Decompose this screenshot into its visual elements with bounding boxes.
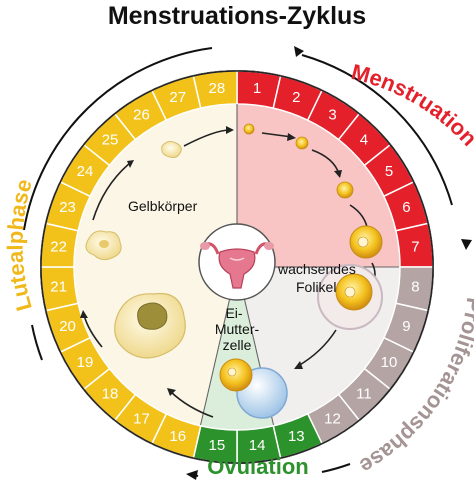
day-label-25: 25 [102, 132, 119, 149]
arrow-arc-bottom-right [321, 463, 351, 473]
day-label-7: 7 [411, 238, 419, 255]
day-label-2: 2 [292, 89, 300, 106]
cycle-arrows [23, 47, 453, 477]
corpus-luteum-small-icon [161, 141, 182, 158]
day-label-18: 18 [102, 385, 119, 402]
arrow-arc-top-right [301, 54, 453, 206]
day-label-16: 16 [169, 428, 186, 445]
day-ring: 1234567891011121314151617181920212223242… [40, 70, 434, 464]
arrow-arc-left-bottom [31, 324, 43, 361]
corpus-luteum-stages [85, 141, 186, 359]
follicle-development [243, 123, 383, 330]
day-label-15: 15 [209, 437, 226, 454]
follicle-label-line2: Folikel [296, 279, 336, 295]
day-label-14: 14 [249, 437, 266, 454]
day-label-24: 24 [77, 163, 94, 180]
egg-label-line3: zelle [223, 337, 252, 353]
day-label-10: 10 [381, 354, 398, 371]
day-label-26: 26 [133, 107, 150, 124]
day-label-20: 20 [59, 318, 76, 335]
follicle-label-line1: wachsendes [277, 261, 356, 277]
egg-cell-icon [219, 358, 288, 419]
uterus-icon [198, 223, 276, 301]
day-label-8: 8 [411, 279, 419, 296]
day-label-9: 9 [402, 318, 410, 335]
follicle-stage-1-icon [243, 123, 255, 135]
arrow-arc-top-left [23, 47, 213, 231]
day-label-19: 19 [77, 354, 94, 371]
page-title: Menstruations-Zyklus [108, 2, 366, 30]
egg-label-line2: Mutter- [215, 321, 260, 337]
day-label-6: 6 [402, 199, 410, 216]
day-label-4: 4 [360, 132, 368, 149]
phase-label-ovulation: Ovulation [207, 454, 308, 479]
arrow-head-right [461, 239, 472, 250]
day-label-13: 13 [288, 428, 305, 445]
day-label-5: 5 [385, 163, 393, 180]
day-label-3: 3 [328, 107, 336, 124]
day-label-22: 22 [50, 238, 67, 255]
day-label-1: 1 [253, 80, 261, 97]
arrow-head-bottom [186, 470, 198, 480]
day-label-28: 28 [209, 80, 226, 97]
corpus-luteum-label: Gelbkörper [128, 198, 198, 214]
arrow-head-top [294, 46, 304, 57]
day-label-23: 23 [59, 199, 76, 216]
day-label-27: 27 [169, 89, 186, 106]
day-label-12: 12 [324, 410, 341, 427]
follicle-stage-2-icon [295, 136, 309, 150]
day-label-17: 17 [133, 410, 150, 427]
follicle-stage-3-icon [336, 181, 354, 199]
ring-outline [40, 70, 434, 464]
day-label-21: 21 [50, 279, 67, 296]
phase-label-luteal: Lutealphase [2, 176, 36, 313]
egg-label-line1: Ei- [225, 305, 242, 321]
day-label-11: 11 [356, 385, 372, 402]
